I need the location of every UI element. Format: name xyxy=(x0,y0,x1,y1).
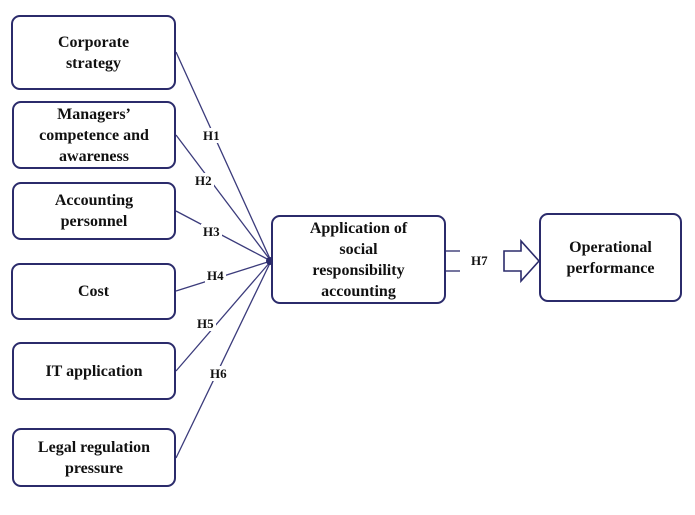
factor-it-application: IT application xyxy=(12,342,176,400)
connector-h1 xyxy=(175,51,272,262)
label-h1: H1 xyxy=(201,128,222,143)
factor-accounting-personnel: Accounting personnel xyxy=(12,182,176,240)
node-social-responsibility-accounting: Application of social responsibility acc… xyxy=(271,215,446,304)
node-operational-performance: Operational performance xyxy=(539,213,682,302)
label-h2: H2 xyxy=(193,173,214,188)
h7-arrow xyxy=(503,238,541,284)
connector-h2 xyxy=(175,134,272,262)
label-h4: H4 xyxy=(205,268,226,283)
connector-h5 xyxy=(175,260,272,372)
label-h3: H3 xyxy=(201,224,222,239)
connector-h6 xyxy=(175,260,272,459)
factor-managers-competence: Managers’ competence and awareness xyxy=(12,101,176,169)
factor-corporate-strategy: Corporate strategy xyxy=(11,15,176,90)
label-h7: H7 xyxy=(469,253,490,268)
label-h5: H5 xyxy=(195,316,216,331)
factor-cost: Cost xyxy=(11,263,176,320)
factor-legal-regulation: Legal regulation pressure xyxy=(12,428,176,487)
label-h6: H6 xyxy=(208,366,229,381)
connector-h3 xyxy=(175,210,272,262)
